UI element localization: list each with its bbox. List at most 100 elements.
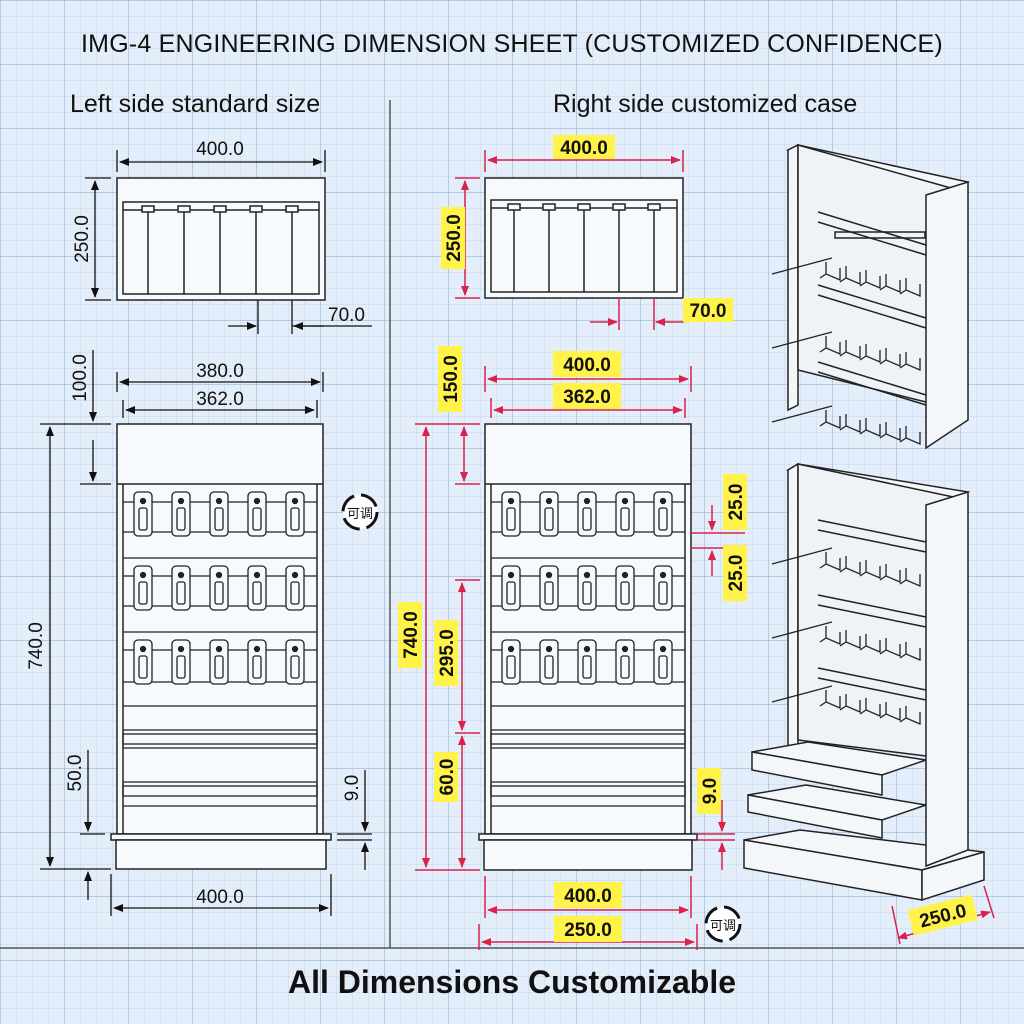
iso-hook [819, 552, 841, 571]
hook-peg [653, 565, 673, 611]
iso-hook [899, 426, 921, 445]
right-total-height-label: 740.0 [401, 611, 422, 659]
iso-hook [899, 278, 921, 297]
iso-hook [859, 634, 881, 653]
hook-peg [209, 565, 229, 611]
iso-hook [859, 698, 881, 717]
iso-hook [879, 348, 901, 367]
right-hook-zone-label: 295.0 [437, 629, 458, 677]
shelf-lip [490, 733, 686, 745]
left-base-width-label: 400.0 [196, 887, 244, 908]
left-base [110, 833, 332, 870]
left-top-width-label: 400.0 [196, 139, 244, 160]
left-front-view [116, 423, 324, 835]
right-hook-spacing-b-label: 25.0 [726, 555, 747, 592]
hook-peg [133, 565, 153, 611]
hook-peg [577, 639, 597, 685]
iso-hook [859, 344, 881, 363]
iso-hook [859, 270, 881, 289]
left-header-height-label: 100.0 [70, 354, 91, 402]
hook-peg [577, 491, 597, 537]
hook-peg [247, 491, 267, 537]
hook-peg [501, 565, 521, 611]
iso-rack-top [785, 143, 970, 450]
iso-hook [819, 410, 841, 429]
right-plinth-label: 9.0 [700, 778, 721, 804]
right-base-width-label: 400.0 [564, 886, 612, 907]
iso-hook [859, 418, 881, 437]
iso-hook [859, 560, 881, 579]
iso-hook [839, 694, 861, 713]
left-outer-width-label: 380.0 [196, 361, 244, 382]
hook-peg [285, 565, 305, 611]
iso-hook-rod [771, 331, 833, 349]
hook-peg [539, 639, 559, 685]
footer-caption: All Dimensions Customizable [287, 964, 737, 1000]
iso-rack-bottom [743, 462, 985, 902]
iso-hook [879, 564, 901, 583]
iso-hook [899, 568, 921, 587]
svg-text:可调: 可调 [347, 507, 373, 522]
iso-hook [819, 336, 841, 355]
iso-hook-rod [771, 621, 833, 639]
hook-peg [653, 639, 673, 685]
left-top-gap-label: 70.0 [328, 305, 365, 326]
hook-peg [501, 491, 521, 537]
svg-text:可调: 可调 [710, 919, 736, 934]
iso-hook-rod [771, 257, 833, 275]
right-front-view [484, 423, 692, 835]
iso-hook-rod [771, 547, 833, 565]
right-shelf-height-label: 60.0 [437, 759, 458, 796]
shelf-lip [122, 733, 318, 745]
right-base [478, 833, 698, 871]
left-heading: Left side standard size [70, 90, 321, 118]
iso-hook [899, 352, 921, 371]
hook-peg [577, 565, 597, 611]
iso-hook [879, 422, 901, 441]
iso-hook [819, 262, 841, 281]
iso-hook [839, 630, 861, 649]
sheet-title: IMG-4 ENGINEERING DIMENSION SHEET (CUSTO… [81, 30, 943, 58]
hook-peg [501, 639, 521, 685]
shelf-lip [122, 785, 318, 797]
iso-hook [839, 556, 861, 575]
hook-peg [133, 491, 153, 537]
iso-hook [879, 274, 901, 293]
left-top-height-label: 250.0 [72, 215, 93, 263]
right-base-depth-label: 250.0 [564, 920, 612, 941]
hook-peg [615, 491, 635, 537]
left-total-height-label: 740.0 [26, 622, 47, 670]
iso-hook [819, 626, 841, 645]
hook-peg [285, 491, 305, 537]
hook-peg [171, 491, 191, 537]
left-top-view [116, 177, 326, 301]
iso-hook [899, 706, 921, 725]
right-header-height-label: 150.0 [441, 355, 462, 403]
iso-hook [819, 690, 841, 709]
right-top-height-label: 250.0 [444, 214, 465, 262]
hook-peg [615, 639, 635, 685]
left-hooks [133, 491, 305, 685]
iso-hook [879, 638, 901, 657]
iso-hook-rod [771, 405, 833, 423]
hook-peg [247, 565, 267, 611]
iso-hook [879, 702, 901, 721]
hook-peg [133, 639, 153, 685]
iso-hook [839, 414, 861, 433]
right-outer-width-label: 400.0 [563, 355, 611, 376]
iso-rack-bottom-hooks [771, 547, 921, 725]
hook-peg [209, 491, 229, 537]
iso-hook-rod [771, 685, 833, 703]
right-hooks [501, 491, 673, 685]
hook-peg [615, 565, 635, 611]
left-inner-width-label: 362.0 [196, 389, 244, 410]
shelf-lip [490, 785, 686, 797]
left-plinth-label: 9.0 [342, 775, 363, 801]
right-top-width-label: 400.0 [560, 138, 608, 159]
right-top-gap-label: 70.0 [690, 301, 727, 322]
hook-peg [171, 565, 191, 611]
right-inner-width-label: 362.0 [563, 387, 611, 408]
right-hook-spacing-a-label: 25.0 [726, 484, 747, 521]
hook-peg [247, 639, 267, 685]
adjustable-badge-right: 可调 [704, 905, 742, 943]
